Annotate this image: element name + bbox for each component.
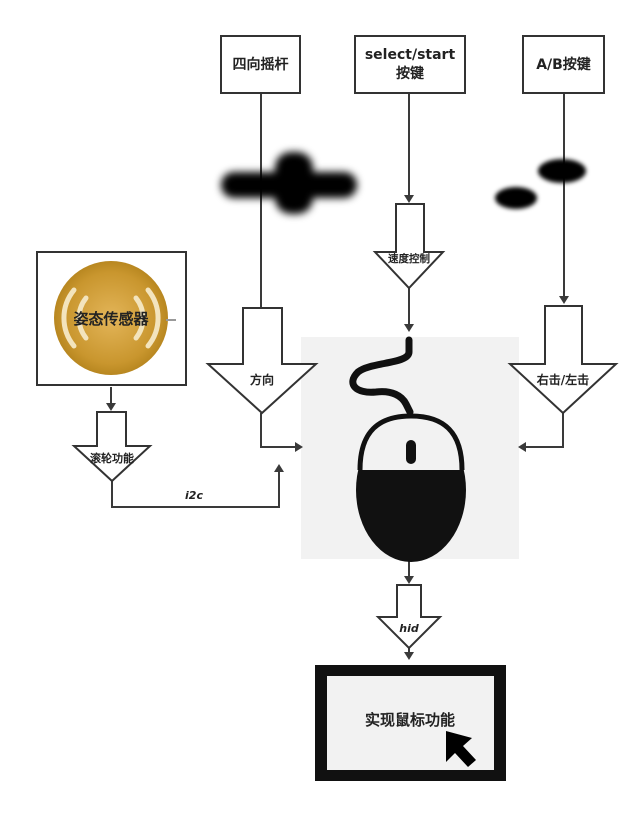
svg-text:四向摇杆: 四向摇杆: [233, 56, 289, 73]
arrow-click: 右击/左击: [507, 305, 619, 415]
svg-text:速度控制: 速度控制: [388, 252, 430, 265]
svg-text:右击/左击: 右击/左击: [536, 372, 589, 387]
arrow-scroll: 滚轮功能: [71, 411, 153, 483]
arrowheads: [106, 195, 569, 660]
ab-keys-box: A/B按键: [522, 35, 605, 94]
svg-text:方向: 方向: [250, 372, 274, 387]
mouse-icon: [349, 336, 466, 562]
svg-text:hid: hid: [399, 622, 419, 635]
svg-text:A/B按键: A/B按键: [536, 56, 592, 73]
ab-buttons-icon: [495, 159, 586, 209]
arrow-direction: 方向: [205, 307, 319, 415]
output-screen: 实现鼠标功能: [315, 665, 506, 781]
arrow-hid: hid: [375, 584, 443, 650]
connector-lines: [110, 93, 565, 654]
joystick-box: 四向摇杆: [220, 35, 301, 94]
sensor-icon: [54, 261, 168, 375]
output-label: 实现鼠标功能: [365, 711, 455, 729]
arrow-speed: 速度控制: [372, 203, 446, 290]
sensor-label: 姿态传感器: [73, 310, 149, 328]
svg-text:滚轮功能: 滚轮功能: [90, 451, 134, 465]
select-start-box: select/start 按键: [354, 35, 466, 94]
dpad-icon: [221, 152, 357, 214]
cursor-arrow-icon: [446, 731, 476, 767]
svg-text:按键: 按键: [396, 65, 425, 82]
i2c-label: i2c: [185, 489, 203, 502]
svg-text:select/start: select/start: [365, 47, 456, 63]
attitude-sensor-box: 姿态传感器: [36, 251, 187, 386]
